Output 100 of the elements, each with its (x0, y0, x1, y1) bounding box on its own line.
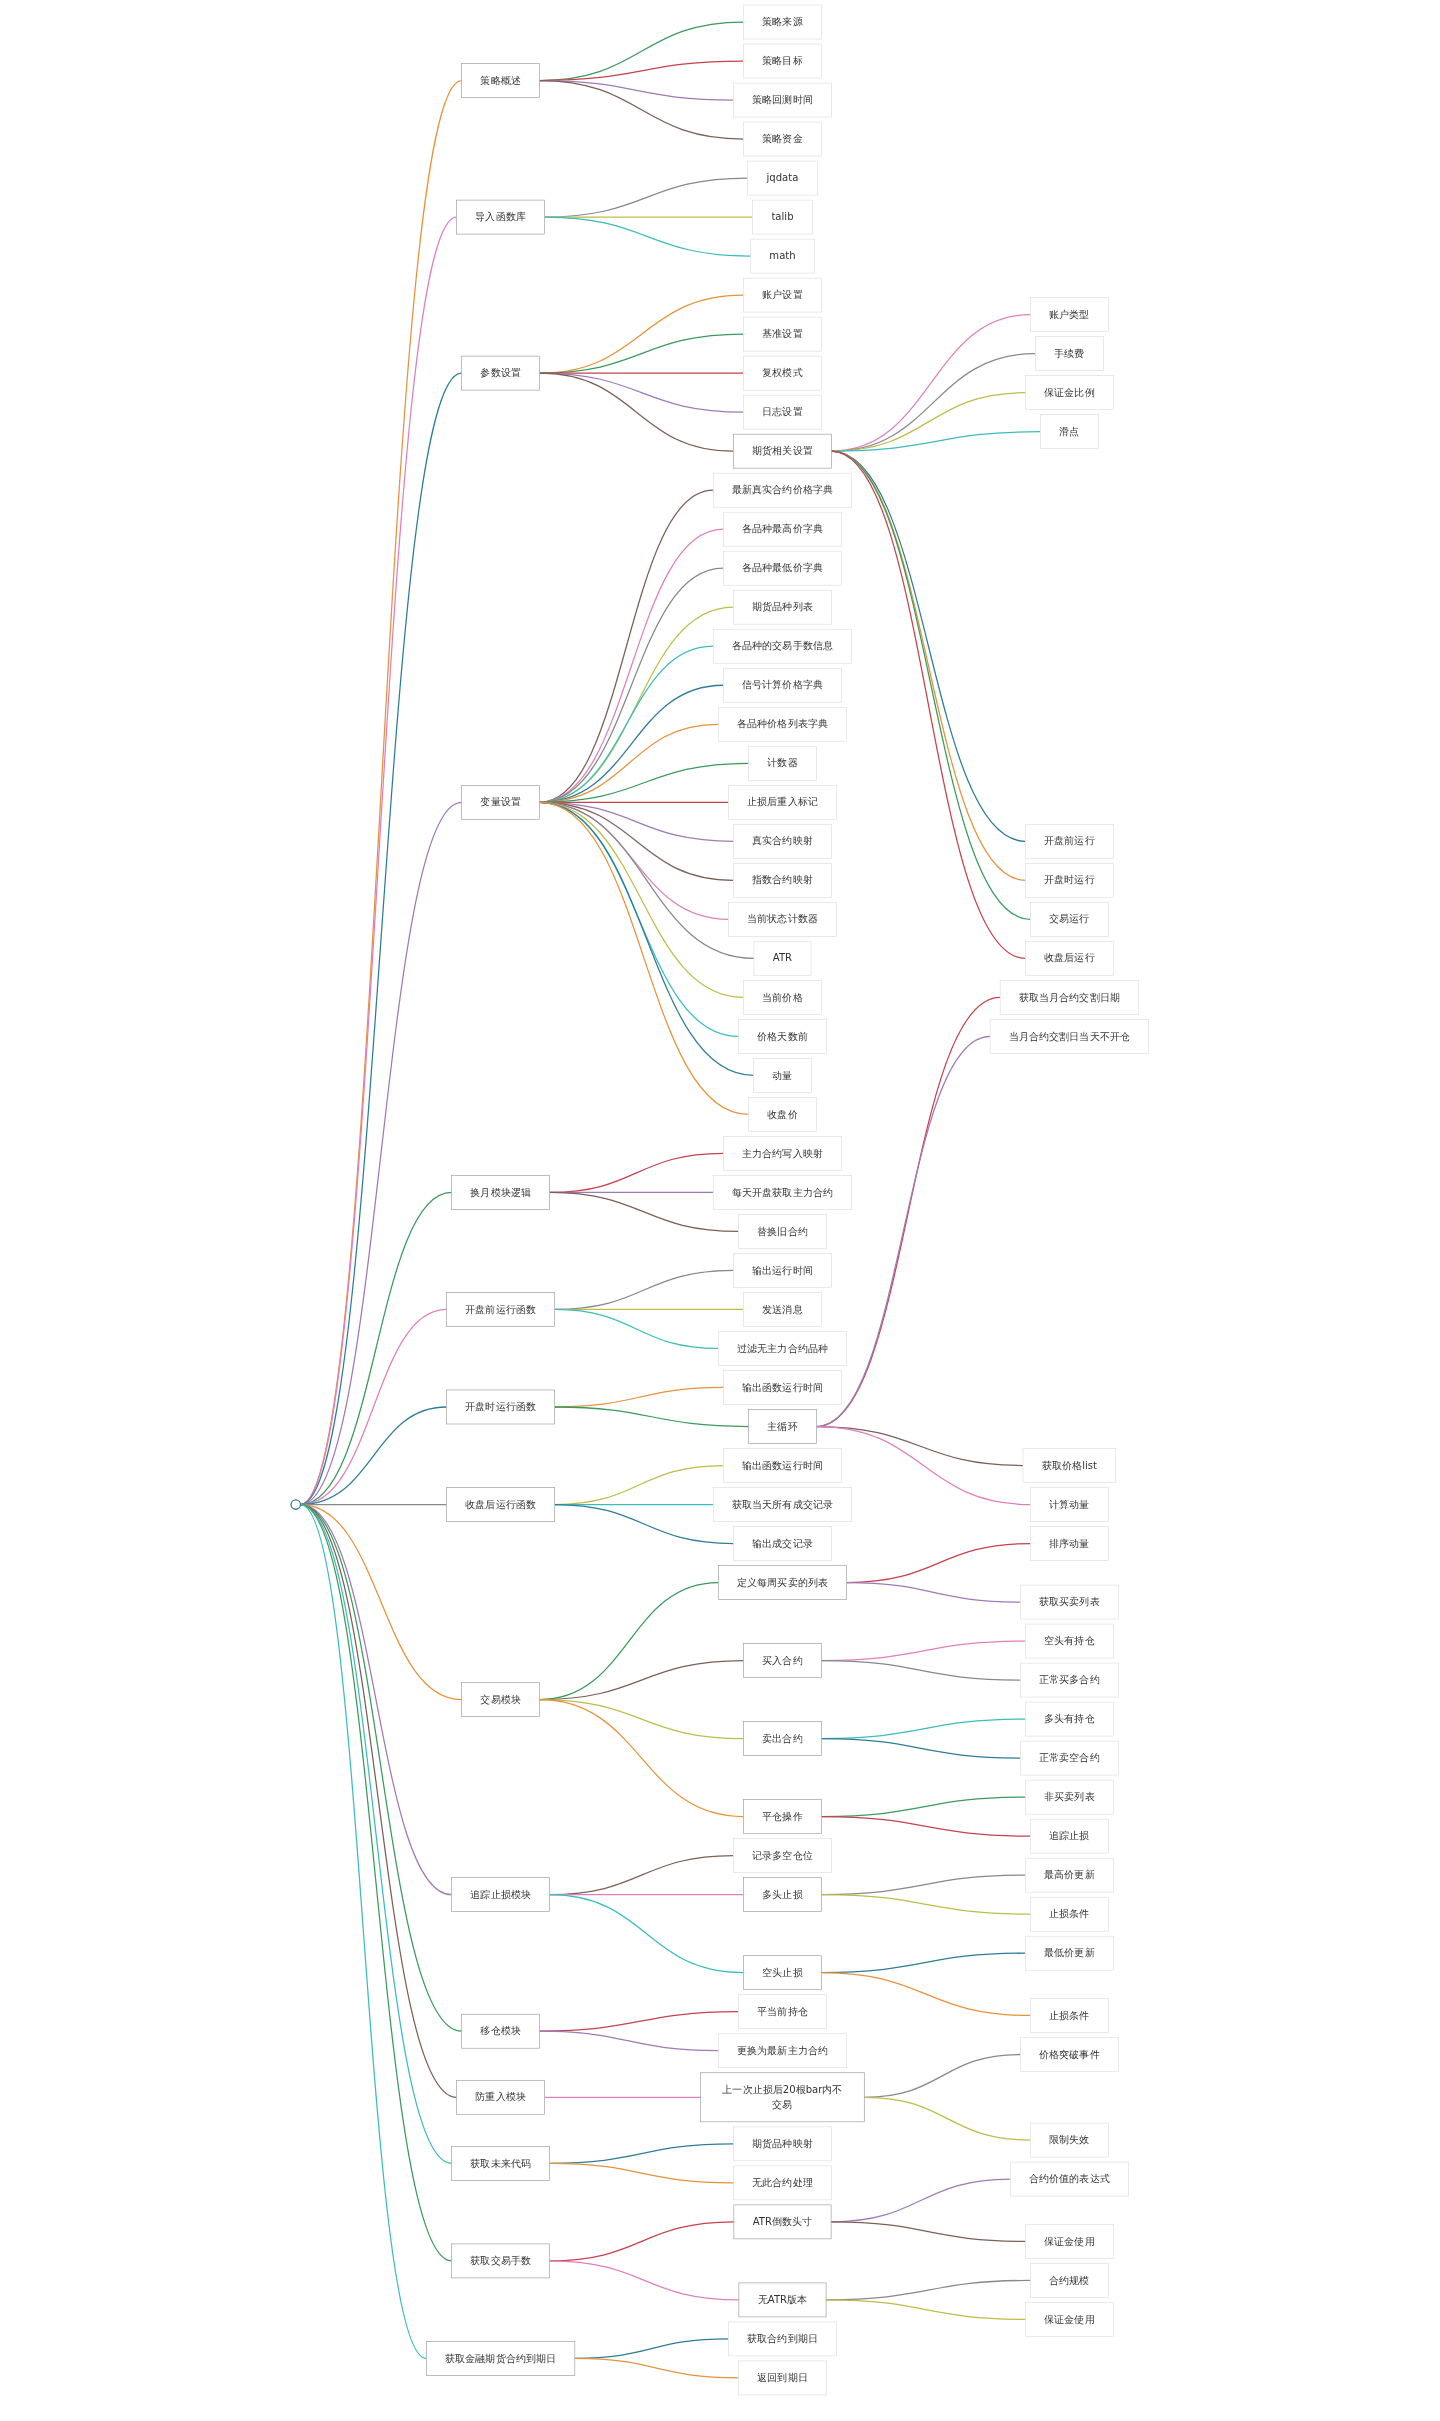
node-box: 主循环 (748, 1409, 817, 1444)
node-box: 账户设置 (743, 277, 822, 313)
connector (831, 392, 1027, 452)
node-box: 记录多空仓位 (733, 1838, 832, 1873)
node-box: 开盘时运行 (1025, 863, 1114, 898)
node-box: 交易模块 (461, 1682, 541, 1717)
node-box: 保证金使用 (1025, 2302, 1114, 2337)
node-box: 策略资金 (743, 121, 822, 157)
connector (821, 1737, 1022, 1759)
node-box: 交易运行 (1030, 902, 1109, 937)
node-box: 正常卖空合约 (1020, 1740, 1119, 1776)
connector (554, 1406, 750, 1428)
connector (299, 1503, 428, 2360)
node-box: 期货品种映射 (733, 2126, 832, 2162)
connector (544, 2096, 702, 2098)
node-box: 空头止损 (743, 1955, 822, 1990)
node-box: 各品种最高价字典 (723, 511, 843, 547)
node-box: 收盘后运行 (1025, 941, 1114, 976)
node-box: 获取合约到期日 (728, 2321, 838, 2357)
node-box: 收盘后运行函数 (446, 1487, 556, 1522)
node-box: 收盘价 (748, 1097, 817, 1132)
node-box: 获取当天所有成交记录 (713, 1487, 853, 1522)
node-box: 输出函数运行时间 (723, 1448, 843, 1483)
node-box: 上一次止损后20根bar内不交易 (700, 2072, 865, 2123)
node-box: 计算动量 (1030, 1487, 1109, 1522)
node-box: 信号计算价格字典 (723, 667, 843, 703)
node-box: 无此合约处理 (733, 2165, 832, 2201)
node-box: 输出函数运行时间 (723, 1370, 843, 1405)
node-box: 获取交易手数 (451, 2243, 551, 2279)
node-box: 最新真实合约价格字典 (713, 472, 853, 508)
node-box: 获取价格list (1022, 1448, 1117, 1483)
node-box: 各品种的交易手数信息 (713, 628, 853, 664)
node-box: 平当前持仓 (738, 1994, 827, 2029)
node-box: 移仓模块 (461, 2013, 541, 2049)
node-box: 获取金融期货合约到期日 (426, 2341, 576, 2376)
node-box: 保证金比例 (1025, 375, 1114, 410)
node-box: 手续费 (1035, 336, 1104, 371)
connector (830, 2221, 1027, 2242)
node-box: 排序动量 (1030, 1526, 1109, 1561)
node-box: 开盘前运行函数 (446, 1292, 556, 1327)
node-box: 输出运行时间 (733, 1253, 832, 1288)
node-box: 变量设置 (461, 785, 541, 820)
node-box: 当前状态计数器 (728, 902, 838, 937)
connector (821, 1816, 1032, 1837)
connector (544, 216, 754, 218)
connector (831, 431, 1042, 452)
node-box: 买入合约 (743, 1643, 822, 1678)
connector (549, 1894, 745, 1974)
node-box: 最低价更新 (1025, 1935, 1114, 1971)
node-box: 平仓操作 (743, 1799, 822, 1834)
node-box: 开盘前运行 (1025, 824, 1114, 859)
node-box: 日志设置 (743, 394, 822, 430)
connector (846, 1581, 1022, 1603)
node-box: 非买卖列表 (1025, 1779, 1114, 1815)
connector (539, 79, 745, 140)
connector (821, 1659, 1022, 1681)
connector (544, 216, 752, 257)
connector (863, 2096, 1032, 2141)
node-box: 策略概述 (461, 63, 541, 98)
node-box: 追踪止损模块 (451, 1877, 551, 1912)
node-box: 合约规模 (1030, 2263, 1109, 2298)
node-box: 过滤无主力合约品种 (718, 1331, 848, 1366)
node-box: 正常买多合约 (1020, 1662, 1119, 1698)
node-box: 每天开盘获取主力合约 (713, 1175, 853, 1210)
connector (539, 2030, 720, 2052)
connector (539, 333, 745, 374)
node-box: 策略目标 (743, 43, 822, 79)
node-box: 止损后重入标记 (728, 785, 838, 820)
connector (539, 684, 725, 803)
connector (831, 353, 1037, 452)
node-box: 获取未来代码 (451, 2146, 551, 2181)
node-box: 多头有持仓 (1025, 1701, 1114, 1737)
node-box: 主力合约写入映射 (723, 1136, 843, 1171)
connector (539, 1698, 745, 1818)
connector (821, 1972, 1032, 2017)
node-box: 输出成交记录 (733, 1526, 832, 1561)
node-box: 策略回测时间 (733, 82, 832, 118)
node-box: 止损条件 (1030, 1896, 1109, 1932)
connector (539, 372, 745, 374)
node-box: jqdata (747, 160, 818, 196)
connector (539, 723, 720, 803)
connector (539, 372, 745, 413)
node-box: 获取当月合约交割日期 (1000, 980, 1140, 1015)
node-box: 多头止损 (743, 1877, 822, 1912)
node-box: 期货相关设置 (733, 433, 832, 469)
node-box: 追踪止损 (1030, 1818, 1109, 1854)
node-box: 指数合约映射 (733, 863, 832, 898)
node-box: 发送消息 (743, 1292, 822, 1327)
node-box: 合约价值的表达式 (1010, 2161, 1129, 2197)
node-box: 无ATR版本 (738, 2282, 827, 2318)
node-box: 滑点 (1040, 414, 1099, 449)
node-box: 价格突破事件 (1020, 2037, 1119, 2072)
node-box: 价格天数前 (738, 1019, 827, 1054)
node-box: 基准设置 (743, 316, 822, 352)
node-box: 开盘时运行函数 (446, 1389, 556, 1425)
node-box: ATR倒数头寸 (733, 2204, 832, 2240)
node-box: 导入函数库 (456, 199, 546, 235)
connector (815, 1425, 1032, 1506)
node-box: 止损条件 (1030, 1998, 1109, 2033)
connector (549, 2162, 735, 2184)
